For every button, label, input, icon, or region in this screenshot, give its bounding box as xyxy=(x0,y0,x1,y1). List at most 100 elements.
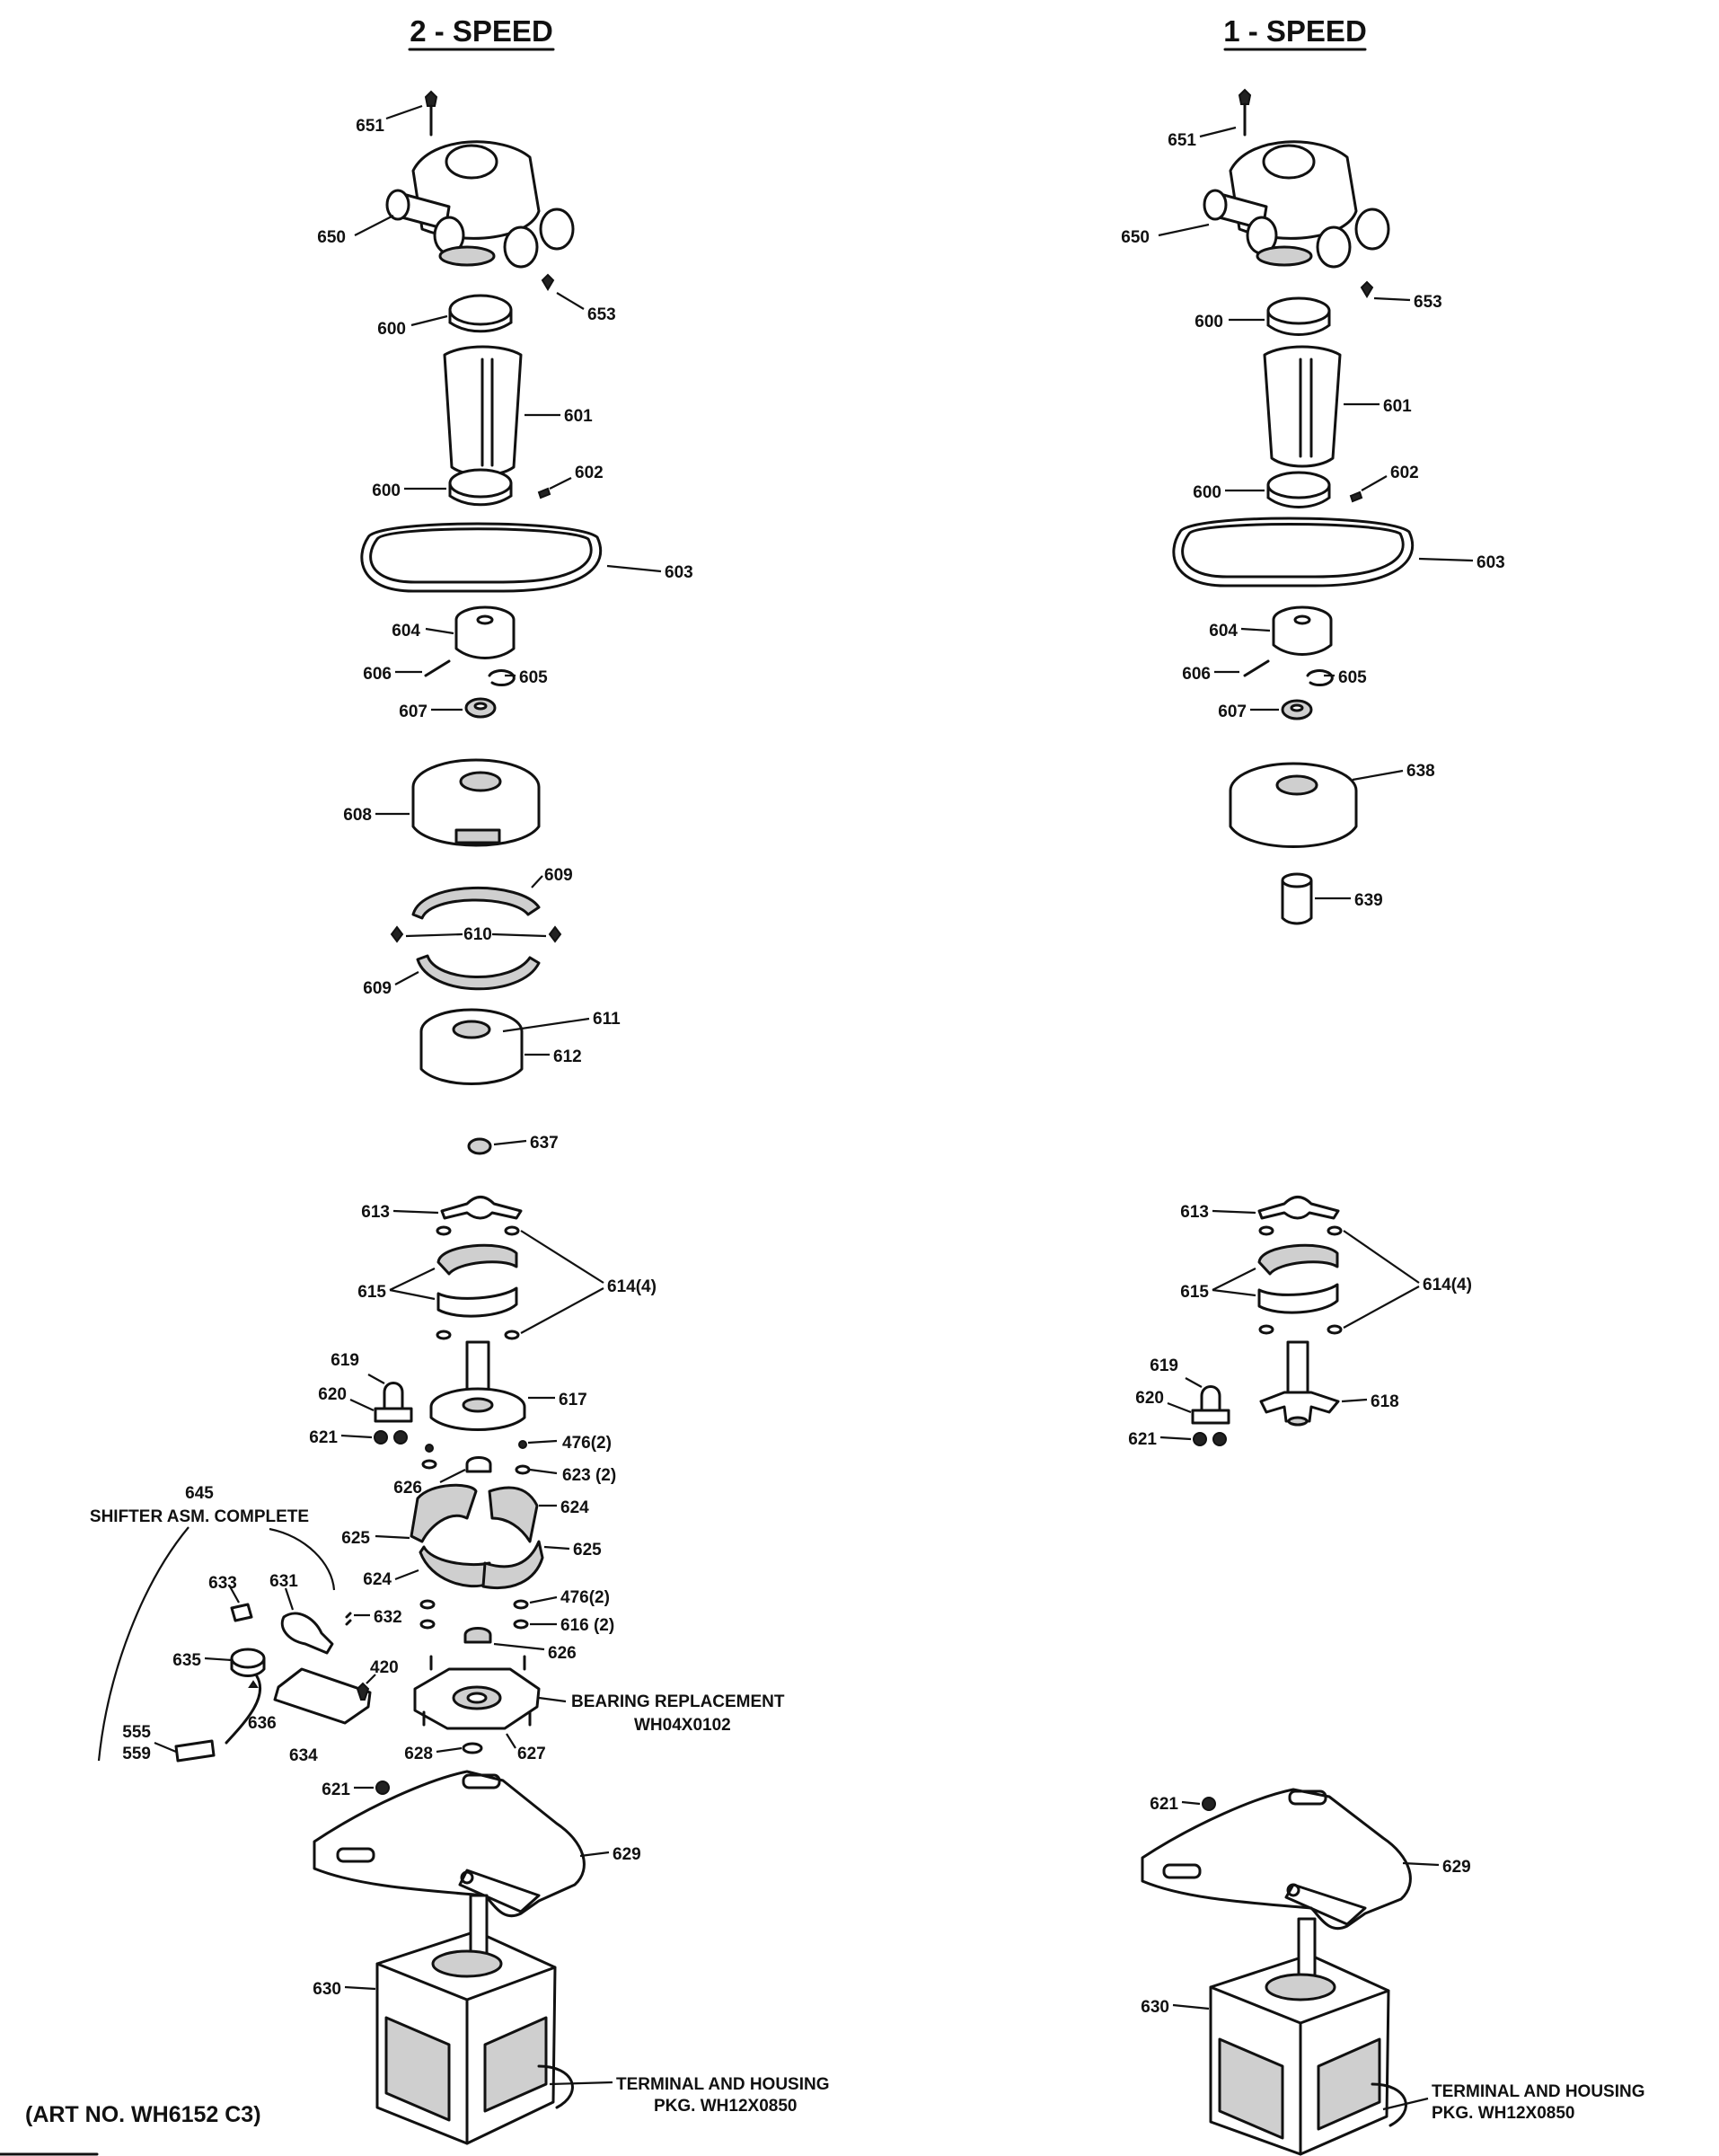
clamp-600-upper xyxy=(448,294,513,333)
weights-615-r xyxy=(1257,1243,1339,1314)
label-653: 653 xyxy=(587,305,616,324)
clamp-600-lower-r xyxy=(1266,471,1331,508)
shifter-asm-number: 645 xyxy=(185,1484,214,1503)
part-631 xyxy=(280,1612,334,1655)
terminal-housing-left-line1: TERMINAL AND HOUSING xyxy=(616,2075,830,2094)
cam-617 xyxy=(429,1340,526,1431)
label-621-lower-r: 621 xyxy=(1150,1795,1178,1814)
label-616: 616 (2) xyxy=(560,1616,614,1635)
shifter-asm-text: SHIFTER ASM. COMPLETE xyxy=(90,1507,309,1526)
label-636: 636 xyxy=(248,1714,277,1733)
two-speed-assembly: 651 650 653 600 xyxy=(90,90,830,2145)
label-619-r: 619 xyxy=(1150,1356,1178,1375)
shifter-parts-624-625 xyxy=(410,1483,544,1589)
belt-603-r xyxy=(1172,517,1415,588)
label-635: 635 xyxy=(172,1651,201,1670)
label-617: 617 xyxy=(559,1391,587,1409)
pump-650 xyxy=(385,140,575,269)
pulley-604-r xyxy=(1272,605,1333,656)
label-600-lower: 600 xyxy=(372,482,401,500)
label-603-r: 603 xyxy=(1477,553,1505,572)
base-plate-629 xyxy=(313,1770,586,1917)
label-602: 602 xyxy=(575,464,604,482)
screw-651 xyxy=(424,90,438,137)
part-633 xyxy=(230,1603,253,1622)
label-624-upper: 624 xyxy=(560,1498,589,1517)
ring-628 xyxy=(462,1742,483,1754)
nut-621-lower xyxy=(375,1780,390,1795)
label-613: 613 xyxy=(361,1203,390,1222)
label-602-r: 602 xyxy=(1390,464,1419,482)
label-614: 614(4) xyxy=(607,1277,657,1296)
label-606: 606 xyxy=(363,665,392,684)
label-611: 611 xyxy=(593,1010,621,1029)
bearing-replacement-line2: WH04X0102 xyxy=(634,1716,731,1735)
label-600-upper: 600 xyxy=(377,320,406,339)
screw-651-r xyxy=(1238,88,1252,137)
washers-614 xyxy=(436,1225,520,1340)
label-624-lower: 624 xyxy=(363,1570,392,1589)
washer-637 xyxy=(467,1137,492,1155)
shifter-bracket-left xyxy=(97,1526,190,1762)
label-607: 607 xyxy=(399,702,428,721)
label-621-lower: 621 xyxy=(322,1780,350,1799)
sleeve-601 xyxy=(443,345,523,477)
drum-638 xyxy=(1229,762,1358,848)
label-610: 610 xyxy=(463,925,492,944)
label-631: 631 xyxy=(269,1572,298,1591)
label-630-r: 630 xyxy=(1141,1998,1169,2017)
key-606 xyxy=(424,659,451,677)
part-632 xyxy=(345,1612,352,1626)
part-636 xyxy=(248,1680,259,1688)
screw-602-r xyxy=(1349,490,1363,503)
clamp-600-lower xyxy=(448,468,513,507)
bracket-613-r xyxy=(1257,1196,1340,1220)
label-600-lower-r: 600 xyxy=(1193,483,1221,502)
label-651-r: 651 xyxy=(1168,131,1196,150)
art-number: (ART NO. WH6152 C3) xyxy=(25,2102,261,2127)
bearing-replacement-line1: BEARING REPLACEMENT xyxy=(571,1692,785,1711)
label-601: 601 xyxy=(564,407,593,426)
bearing-607-r xyxy=(1281,699,1313,720)
label-620: 620 xyxy=(318,1385,347,1404)
label-614-r: 614(4) xyxy=(1423,1276,1472,1294)
screw-420 xyxy=(356,1682,370,1701)
part-635 xyxy=(174,1648,266,1763)
label-603: 603 xyxy=(665,563,693,582)
label-629: 629 xyxy=(613,1845,641,1864)
label-629-r: 629 xyxy=(1442,1858,1471,1877)
label-653-r: 653 xyxy=(1414,293,1442,312)
label-605: 605 xyxy=(519,668,548,687)
label-604: 604 xyxy=(392,622,420,641)
bearing-607 xyxy=(464,697,497,719)
label-618: 618 xyxy=(1371,1392,1399,1411)
shifter-bracket-right xyxy=(269,1527,336,1591)
title-one-speed: 1 - SPEED xyxy=(1223,14,1367,48)
label-626-lower: 626 xyxy=(548,1644,577,1663)
label-627: 627 xyxy=(517,1745,546,1763)
label-601-r: 601 xyxy=(1383,397,1412,416)
label-625-left: 625 xyxy=(341,1529,370,1548)
bearing-plate-627 xyxy=(413,1655,541,1730)
shaft-618 xyxy=(1259,1340,1340,1427)
label-606-r: 606 xyxy=(1182,665,1211,684)
label-625-right: 625 xyxy=(573,1541,602,1560)
label-626-upper: 626 xyxy=(393,1479,422,1498)
nuts-621-r xyxy=(1193,1432,1227,1446)
label-619: 619 xyxy=(331,1351,359,1370)
label-555: 555 xyxy=(122,1723,151,1742)
label-604-r: 604 xyxy=(1209,622,1238,641)
clutch-hub-612 xyxy=(419,1008,524,1085)
label-651: 651 xyxy=(356,117,384,136)
label-621-upper: 621 xyxy=(309,1428,338,1447)
label-420: 420 xyxy=(370,1658,399,1677)
label-609-upper: 609 xyxy=(544,866,573,885)
plate-620 xyxy=(374,1407,413,1423)
label-630: 630 xyxy=(313,1980,341,1999)
clutch-shoe-609-lower xyxy=(416,954,541,991)
belt-603 xyxy=(360,522,603,593)
label-615-r: 615 xyxy=(1180,1283,1209,1302)
plate-620-r xyxy=(1191,1409,1230,1425)
key-606-r xyxy=(1243,659,1270,677)
